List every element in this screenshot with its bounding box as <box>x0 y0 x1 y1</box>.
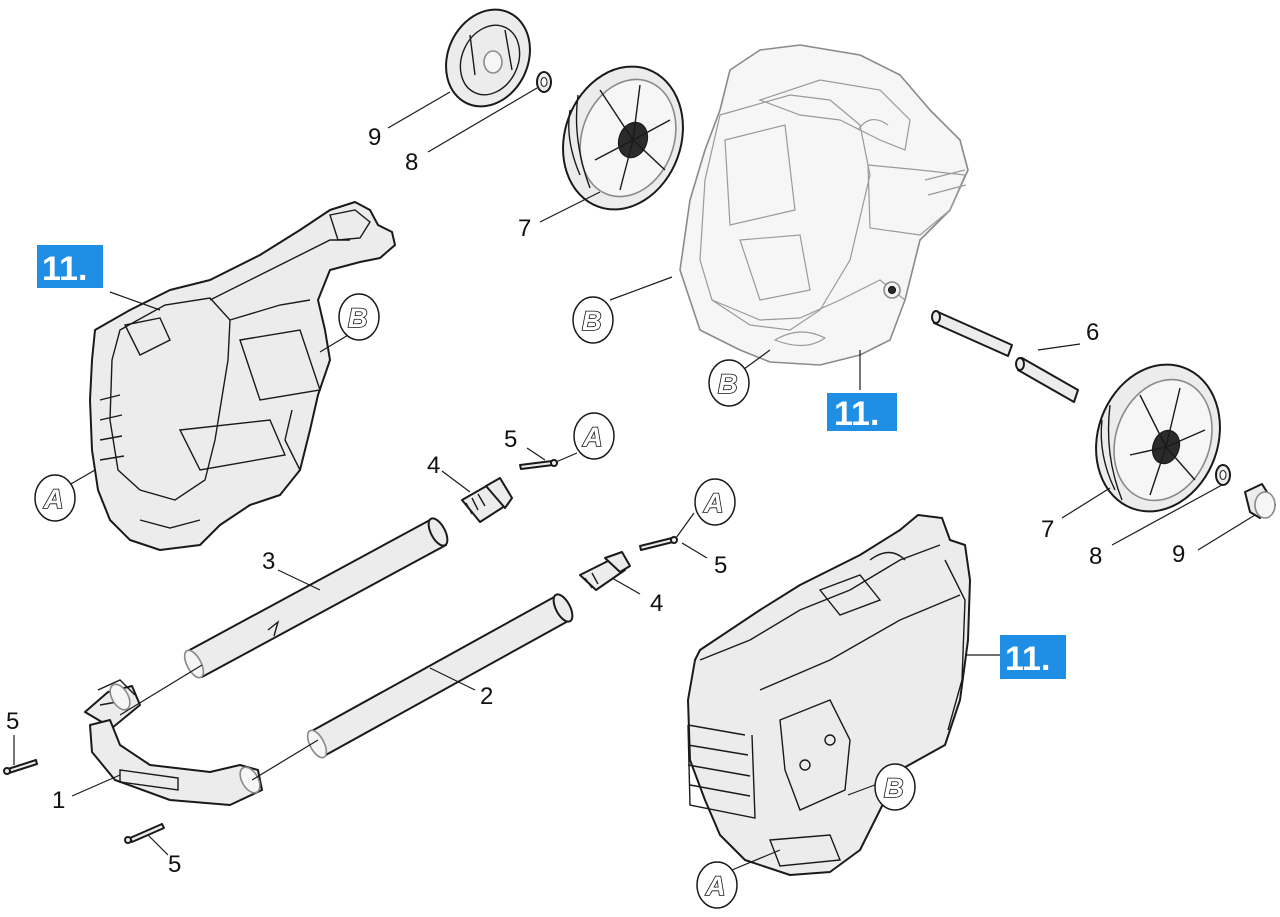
ref-marker-b-left: B <box>338 293 380 341</box>
handle-grip <box>84 679 263 806</box>
part-number-5-upper: 5 <box>504 426 517 453</box>
wheel-right <box>1095 363 1221 513</box>
hubcap-right <box>1244 483 1276 519</box>
part-number-4-lower: 4 <box>650 590 663 617</box>
hubcap-top <box>445 8 531 108</box>
ref-marker-a-cover: A <box>696 861 738 909</box>
washer-right <box>1215 464 1231 486</box>
housing-rear-shell <box>679 44 969 366</box>
part-number-1: 1 <box>52 787 65 814</box>
screw-set <box>3 459 678 844</box>
svg-text:B: B <box>348 303 368 333</box>
part-number-9-top: 9 <box>368 124 381 151</box>
part-number-6: 6 <box>1086 319 1099 346</box>
leader-lines <box>13 87 1256 871</box>
connector-lower <box>579 551 631 591</box>
badge-middle: 11. <box>827 393 897 433</box>
svg-text:A: A <box>43 484 64 514</box>
part-number-9-right: 9 <box>1172 541 1185 568</box>
svg-text:11.: 11. <box>1005 640 1050 678</box>
svg-text:A: A <box>705 871 726 901</box>
wheel-top <box>562 65 684 211</box>
svg-text:A: A <box>703 488 724 518</box>
part-number-5-right: 5 <box>714 552 727 579</box>
badge-left: 11. <box>37 245 103 288</box>
ref-marker-a-upper: A <box>573 412 615 460</box>
part-number-labels: 9 8 7 6 7 8 9 5 4 5 4 3 2 5 1 5 <box>6 124 1185 878</box>
ref-marker-b-rear-bottom: B <box>708 359 750 407</box>
washer-top <box>536 71 552 93</box>
ref-marker-b-rear-top: B <box>572 296 614 344</box>
ref-marker-a-left: A <box>34 474 76 522</box>
housing-front-cover <box>687 514 971 876</box>
svg-text:A: A <box>582 422 603 452</box>
part-number-4-upper: 4 <box>427 452 440 479</box>
connector-upper <box>461 477 513 523</box>
ref-marker-b-cover: B <box>874 763 916 811</box>
part-number-7-right: 7 <box>1041 516 1054 543</box>
svg-text:11.: 11. <box>42 250 87 288</box>
part-number-8-top: 8 <box>405 149 418 176</box>
badge-right: 11. <box>1000 635 1066 679</box>
part-number-8-right: 8 <box>1089 543 1102 570</box>
svg-text:B: B <box>718 369 738 399</box>
svg-text:B: B <box>582 306 602 336</box>
axle-pair <box>931 310 1079 403</box>
svg-text:11.: 11. <box>834 395 879 433</box>
part-number-3: 3 <box>262 548 275 575</box>
part-number-7-top: 7 <box>518 215 531 242</box>
ref-marker-a-right: A <box>694 478 736 526</box>
part-number-5-bottom: 5 <box>168 851 181 878</box>
part-number-2: 2 <box>480 683 493 710</box>
tube-lower <box>306 593 574 759</box>
part-number-5-left: 5 <box>6 708 19 735</box>
housing-front-half <box>89 201 396 551</box>
svg-text:B: B <box>884 773 904 803</box>
tube-upper <box>183 517 449 679</box>
